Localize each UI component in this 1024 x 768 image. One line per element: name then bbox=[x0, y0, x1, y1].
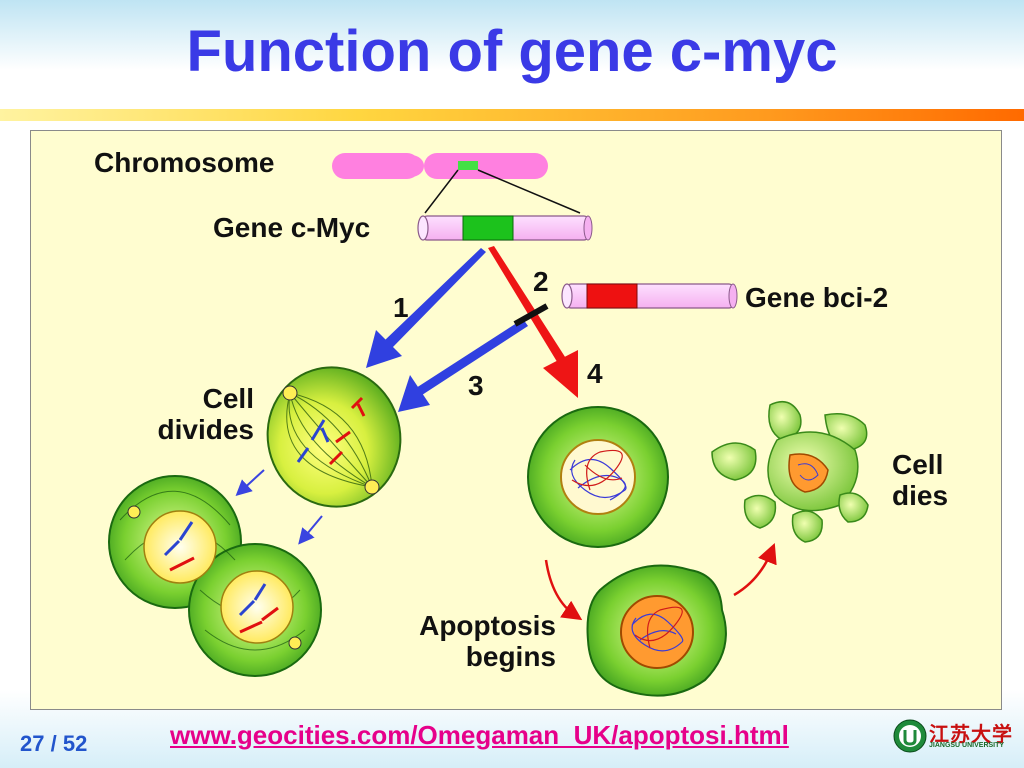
page-current: 27 bbox=[20, 731, 45, 756]
chromosome-shape bbox=[332, 153, 581, 214]
arrow-pathway-1 bbox=[366, 248, 486, 368]
pathway-3-label: 3 bbox=[468, 370, 484, 401]
apoptosis-begins-label: Apoptosis begins bbox=[380, 610, 556, 672]
logo-text-cn: 江苏大学 bbox=[929, 722, 1013, 746]
cell-divides-line2: divides bbox=[157, 414, 254, 445]
arrow-pathway-2 bbox=[488, 246, 578, 398]
pathway-2-label: 2 bbox=[533, 266, 549, 297]
gene-cmyc-tube bbox=[417, 215, 593, 241]
apoptosis-progress-arrows bbox=[544, 543, 777, 621]
gene-cmyc-label: Gene c-Myc bbox=[213, 212, 371, 243]
university-seal-icon bbox=[893, 719, 927, 753]
page-indicator: 27 / 52 bbox=[20, 731, 87, 757]
chromosome-label: Chromosome bbox=[94, 147, 275, 178]
logo-text-en: JIANGSU UNIVERSITY bbox=[929, 742, 1005, 749]
apoptosis-line2: begins bbox=[465, 641, 556, 672]
daughter-cells bbox=[108, 475, 322, 677]
apoptosis-line1: Apoptosis bbox=[419, 610, 556, 641]
page-total: 52 bbox=[62, 731, 88, 756]
pathway-1-label: 1 bbox=[393, 292, 409, 323]
cell-dies-label: Cell dies bbox=[892, 449, 948, 511]
apoptotic-cell bbox=[586, 564, 727, 697]
pre-apoptosis-cell bbox=[527, 406, 669, 548]
university-logo: 江苏大学 JIANGSU UNIVERSITY bbox=[893, 718, 1013, 756]
title-divider bbox=[0, 109, 1024, 121]
cell-dies-line1: Cell bbox=[892, 449, 944, 480]
gene-locus-marker bbox=[458, 161, 478, 170]
cell-divides-line1: Cell bbox=[202, 383, 254, 414]
page-title: Function of gene c-myc bbox=[186, 19, 838, 84]
dividing-cell bbox=[266, 366, 402, 508]
page-separator: / bbox=[50, 731, 57, 756]
inhibition-bar bbox=[513, 303, 549, 327]
cell-divides-label: Cell divides bbox=[120, 383, 254, 445]
gene-bcl2-label: Gene bci-2 bbox=[745, 282, 889, 313]
arrow-pathway-3 bbox=[398, 319, 528, 412]
source-link[interactable]: www.geocities.com/Omegaman_UK/apoptosi.h… bbox=[170, 720, 789, 750]
cell-dies-line2: dies bbox=[892, 480, 949, 511]
gene-bcl2-tube bbox=[561, 283, 738, 309]
dead-cell-fragments bbox=[711, 400, 869, 543]
division-arrows bbox=[235, 469, 323, 545]
pathway-4-label: 4 bbox=[587, 358, 603, 389]
